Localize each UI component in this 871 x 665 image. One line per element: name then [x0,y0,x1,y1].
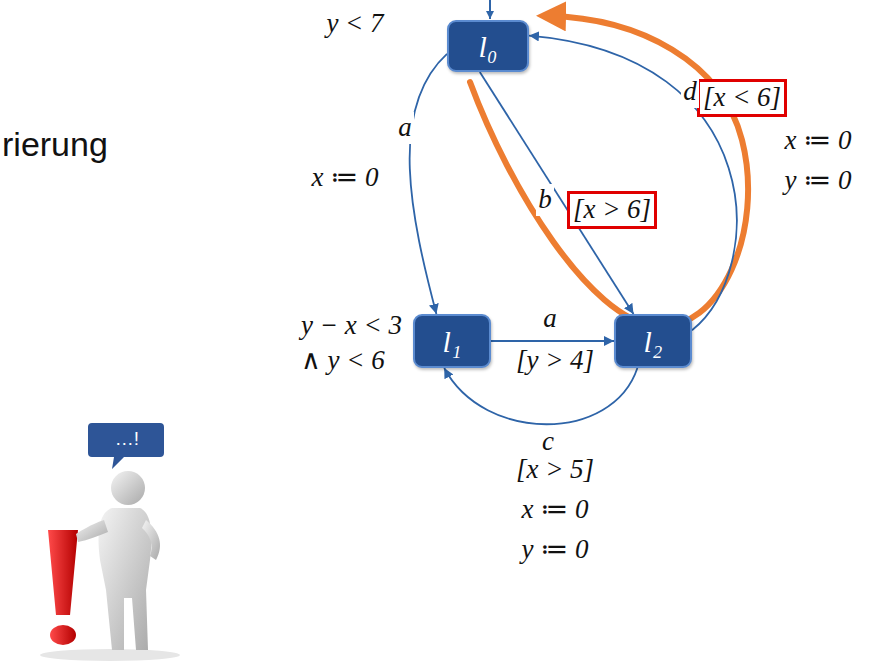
initial-arrow [489,0,491,19]
reset: x ≔ 0 [310,162,381,193]
speech-text: …! [115,428,139,450]
guard: [y > 4] [514,345,596,376]
guard: [x > 6] [567,191,657,228]
location-name: l₂ [644,325,663,358]
transition-arrow [410,54,447,314]
reset: y ≔ 0 [783,165,854,196]
location-name: l₀ [479,30,498,63]
location-box: l₁ [413,314,491,368]
invariant: y < 7 [324,8,385,39]
reset: x ≔ 0 [783,125,854,156]
action-label: d [681,76,699,107]
location-box: l₀ [447,20,529,72]
reset: x ≔ 0 [520,494,591,525]
transition-arrow [491,340,614,342]
reset: y ≔ 0 [520,534,591,565]
location-name: l₁ [443,325,462,358]
cut-off-heading: rierung [2,125,108,164]
guard: [x > 5] [514,454,596,485]
action-label: c [540,426,556,457]
guard: [x < 6] [697,79,787,116]
invariant: ∧ y < 6 [299,345,387,376]
location-box: l₂ [614,314,692,368]
invariant: y − x < 3 [299,310,404,341]
thinking-figure [40,423,180,661]
action-label: b [536,184,554,215]
action-label: a [541,303,559,334]
action-label: a [396,112,414,143]
